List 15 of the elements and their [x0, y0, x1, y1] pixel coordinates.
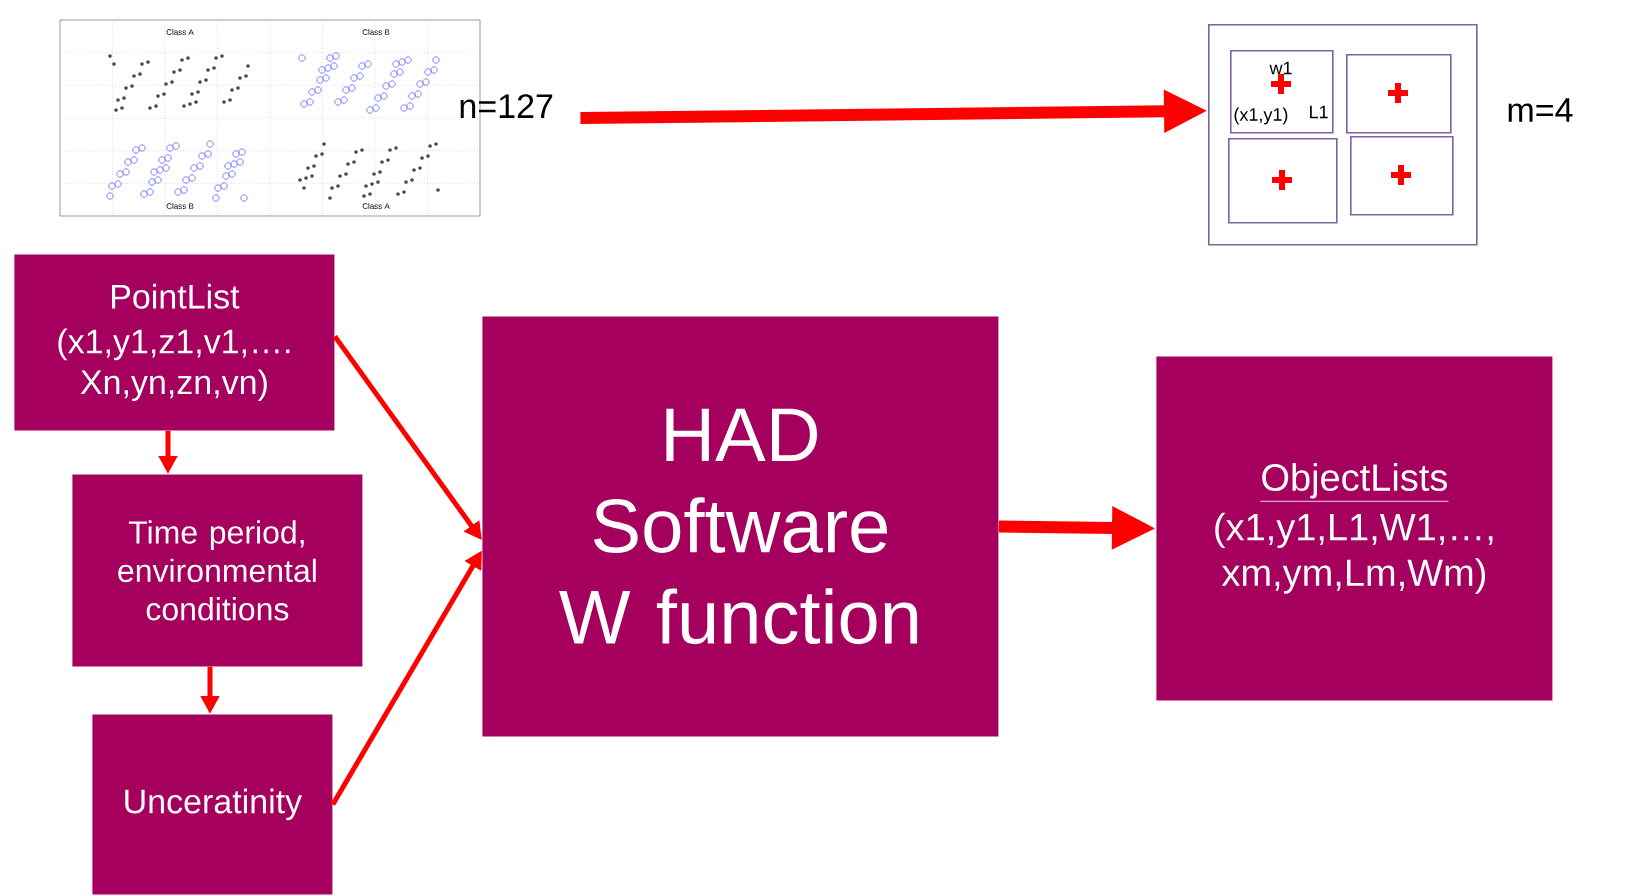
- count-label: m=4: [1508, 98, 1573, 122]
- process-box: Unceratinity: [92, 714, 333, 895]
- process-box: ObjectLists (x1,y1,L1,W1,…, xm,ym,Lm,Wm): [1156, 356, 1553, 701]
- object-box: [1208, 24, 1478, 246]
- object-box: [1230, 50, 1334, 134]
- object-box: [1346, 54, 1452, 134]
- object-box: [1228, 138, 1338, 224]
- object-box: [1350, 136, 1454, 216]
- object-label: (x1,y1): [1234, 107, 1288, 125]
- process-box: HAD Software W function: [482, 316, 999, 737]
- object-label: w1: [1269, 61, 1292, 75]
- process-box: PointList (x1,y1,z1,v1,…. Xn,yn,zn,vn): [14, 254, 335, 431]
- process-box: Time period, environmental conditions: [72, 474, 363, 667]
- count-label: n=127: [460, 94, 553, 118]
- object-label: L1: [1310, 105, 1328, 119]
